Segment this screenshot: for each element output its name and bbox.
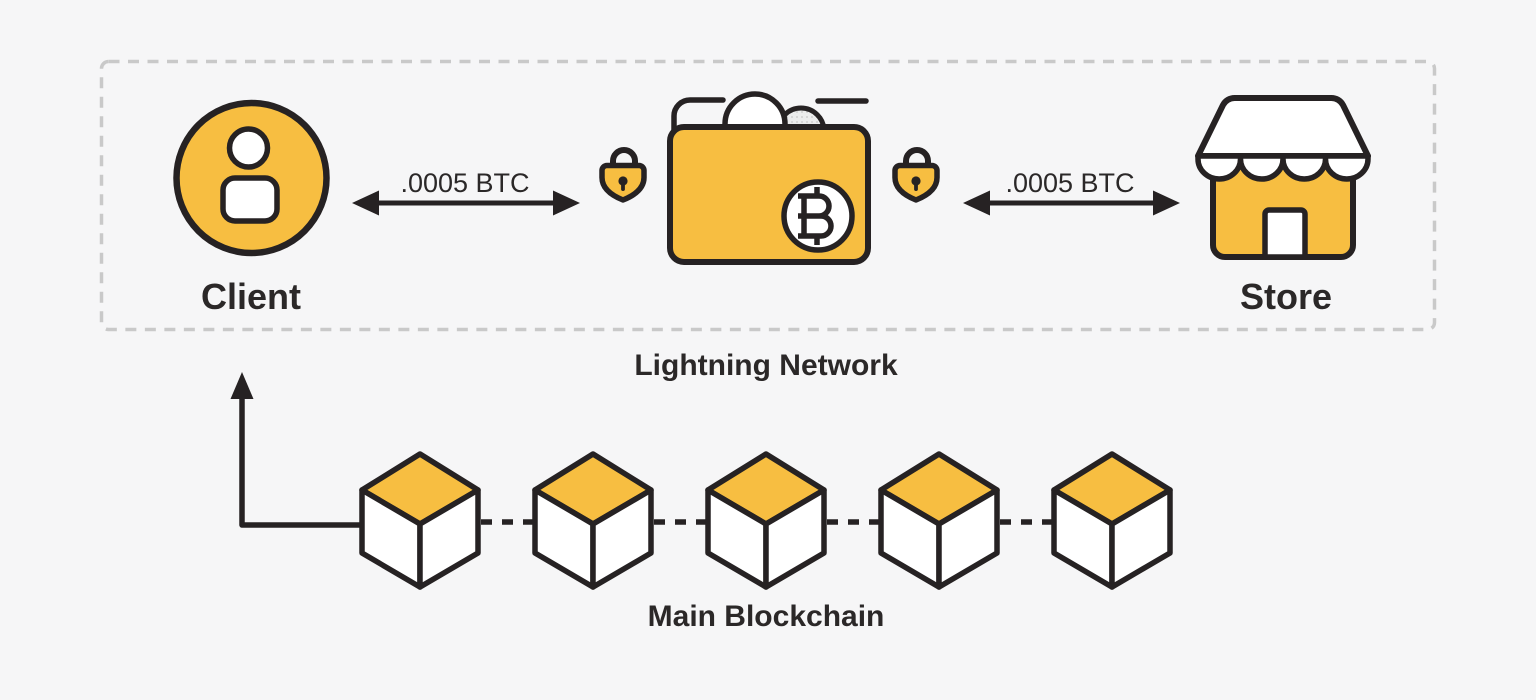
- door: [1262, 207, 1308, 260]
- lightning-network-title: Lightning Network: [634, 349, 898, 382]
- block-cube-4: [881, 454, 997, 587]
- right-channel-arrow-icon: [963, 190, 1180, 216]
- blockchain-anchor-arrow-icon: [230, 372, 362, 528]
- client-label: Client: [200, 276, 301, 317]
- block-cube-5: [1054, 454, 1170, 587]
- left-channel-amount: .0005 BTC: [400, 168, 530, 198]
- lightning-network-boundary: [99, 59, 1437, 332]
- person-icon: [173, 99, 330, 257]
- lock-icon-right: [895, 150, 937, 200]
- block-cube-3: [708, 454, 824, 587]
- awning: [1195, 153, 1371, 182]
- storefront-icon: [1195, 94, 1371, 260]
- store-label: Store: [1239, 276, 1333, 317]
- lock-icon-left: [602, 150, 644, 200]
- block-cube-1: [362, 454, 478, 587]
- block-cube-2: [535, 454, 651, 587]
- left-channel-arrow-icon: [352, 190, 580, 216]
- bitcoin-icon: [781, 179, 855, 253]
- right-channel-amount: .0005 BTC: [1005, 168, 1135, 198]
- bitcoin-wallet-icon: [667, 91, 871, 265]
- main-blockchain-title: Main Blockchain: [647, 600, 885, 633]
